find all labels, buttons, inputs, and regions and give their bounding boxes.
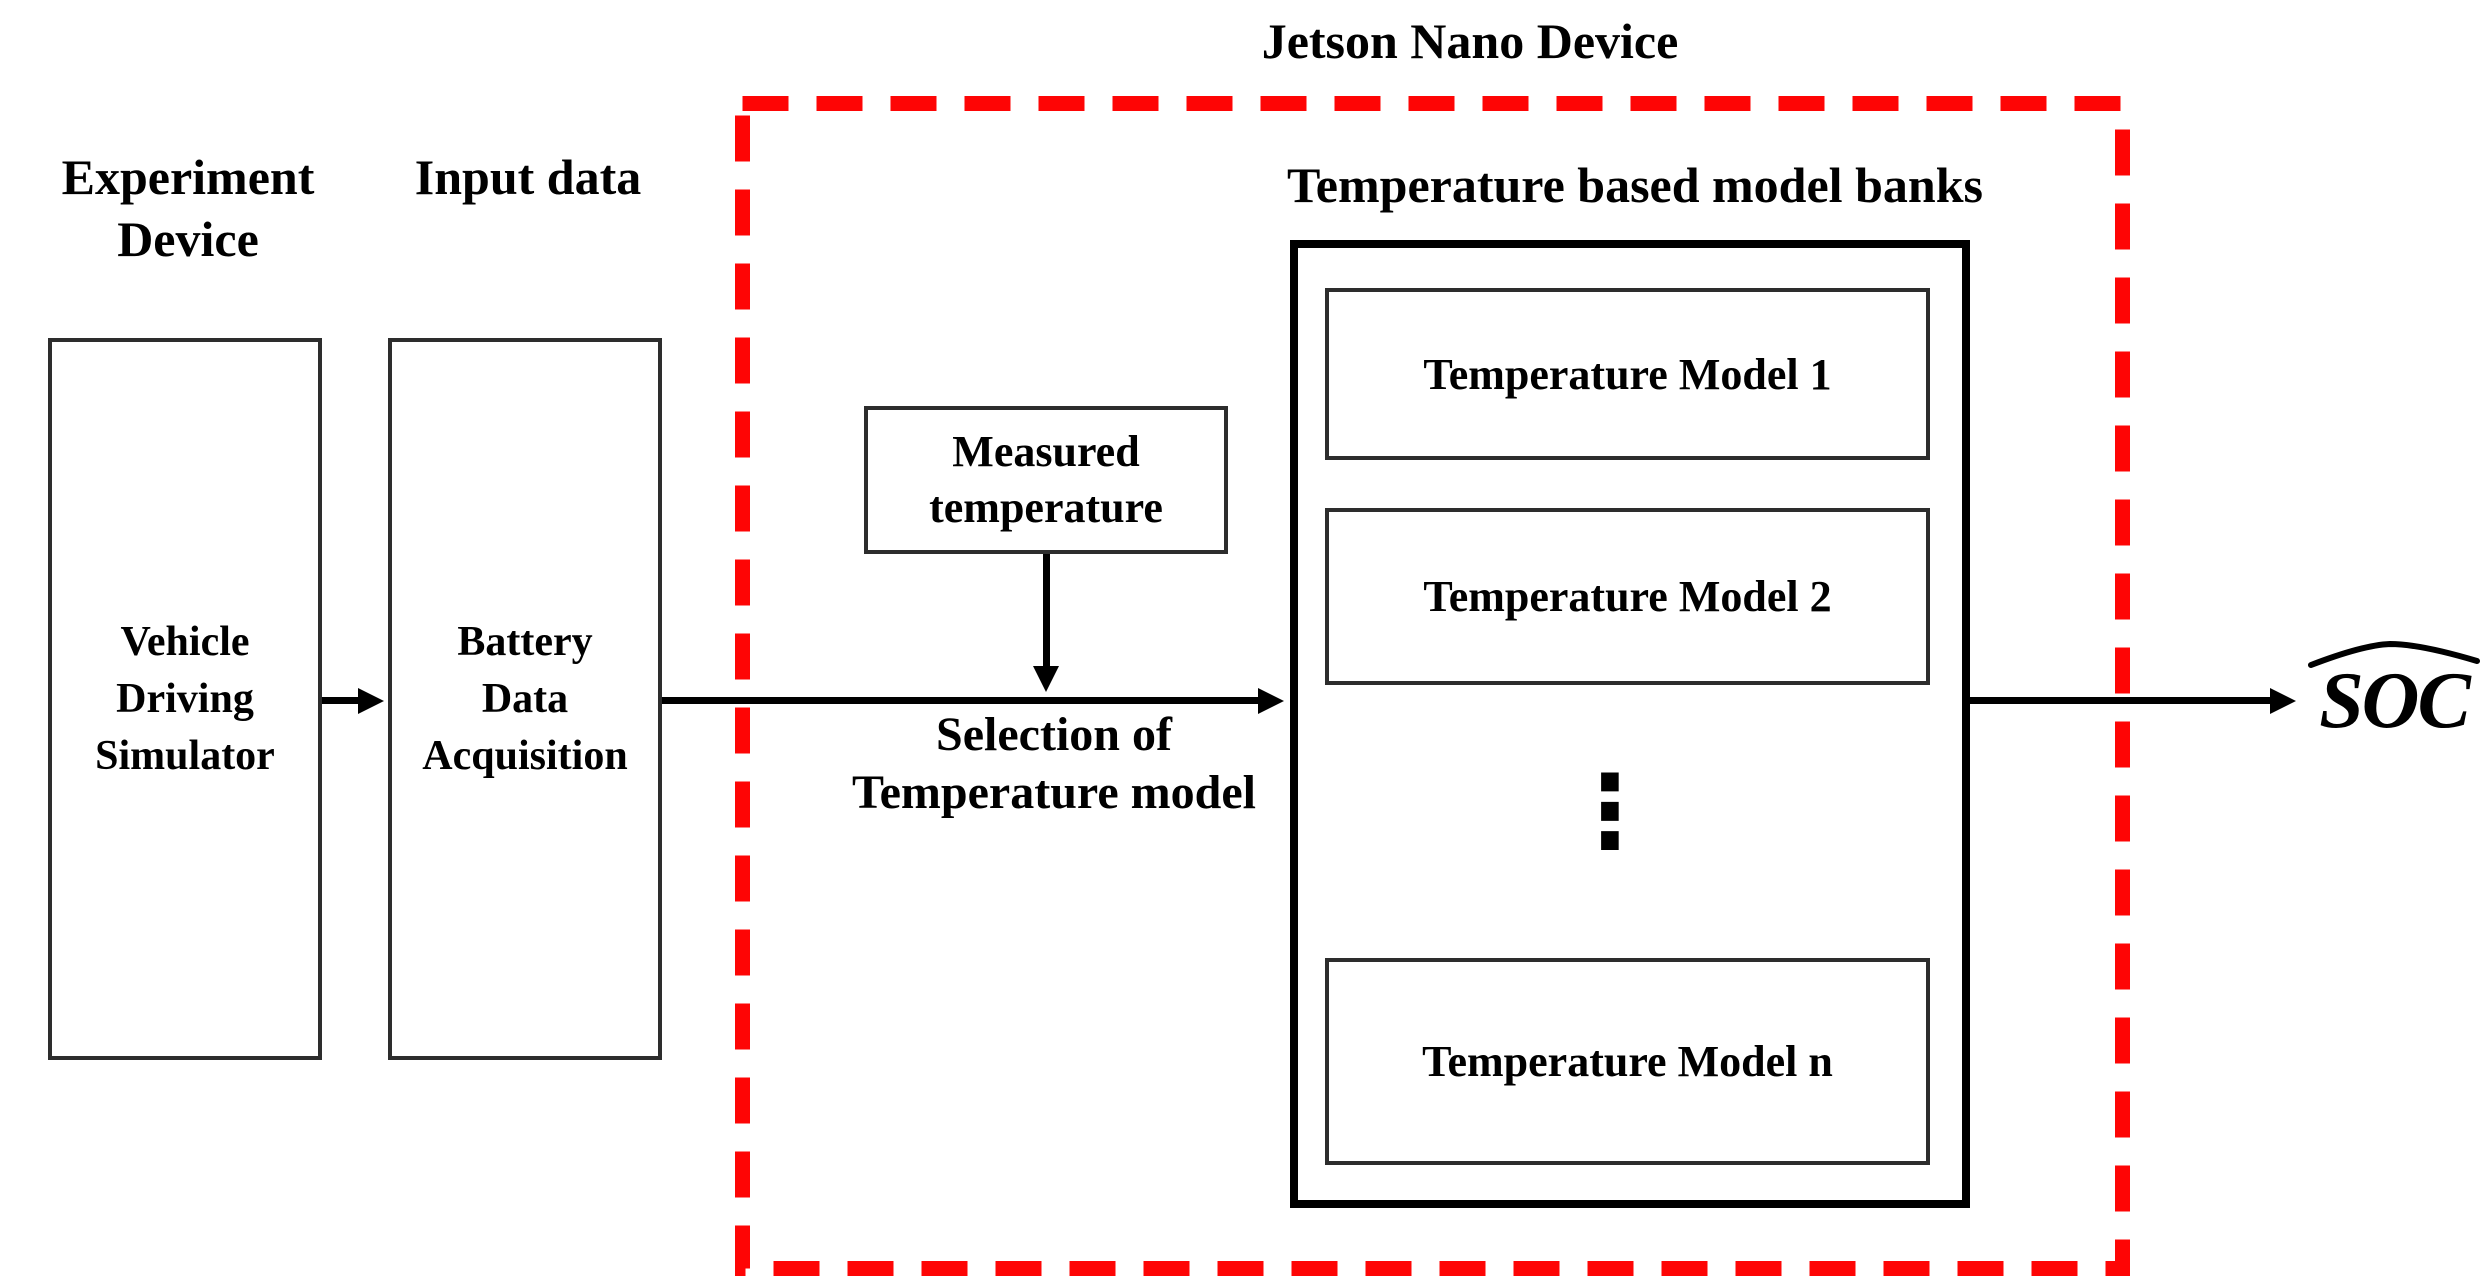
- battery-data-acquisition-box: Battery Data Acquisition: [388, 338, 662, 1060]
- experiment-device-label: Experiment Device: [61, 149, 315, 267]
- arrow-banks-to-soc-line: [1970, 697, 2272, 704]
- temperature-model-n-label: Temperature Model n: [1422, 1037, 1833, 1086]
- arrow-measured-temp-down-line: [1043, 554, 1050, 668]
- arrow-measured-temp-down-head: [1033, 666, 1059, 692]
- temperature-model-1-label: Temperature Model 1: [1423, 349, 1832, 399]
- battery-data-acquisition-label: Battery Data Acquisition: [422, 618, 628, 779]
- measured-temperature-label: Measured temperature: [929, 427, 1163, 532]
- arrow-vehicle-to-battery-line: [322, 697, 362, 704]
- arrow-battery-to-banks-line: [662, 697, 1260, 704]
- jetson-device-dashed-boundary: [735, 96, 2130, 1276]
- arrow-vehicle-to-battery-head: [358, 688, 384, 714]
- arrow-battery-to-banks-head: [1258, 688, 1284, 714]
- vehicle-driving-simulator-label: Vehicle Driving Simulator: [95, 618, 275, 779]
- temperature-model-2-box: Temperature Model 2: [1325, 508, 1930, 685]
- soc-output-label: SOC: [2319, 657, 2471, 745]
- selection-of-temperature-model-label: Selection of Temperature model: [852, 708, 1256, 819]
- temperature-model-1-box: Temperature Model 1: [1325, 288, 1930, 460]
- input-data-label: Input data: [414, 149, 642, 205]
- dashed-rect: [735, 96, 2130, 1276]
- arrow-banks-to-soc-head: [2270, 688, 2296, 714]
- measured-temperature-box: Measured temperature: [864, 406, 1228, 554]
- soc-output: SOC: [2306, 640, 2482, 744]
- vertical-ellipsis-dots: ⋮: [1560, 753, 1660, 870]
- temperature-model-2-label: Temperature Model 2: [1423, 572, 1832, 621]
- temperature-model-banks-title: Temperature based model banks: [1287, 157, 1983, 213]
- vehicle-driving-simulator-box: Vehicle Driving Simulator: [48, 338, 322, 1060]
- jetson-device-title: Jetson Nano Device: [1261, 13, 1679, 69]
- temperature-model-n-box: Temperature Model n: [1325, 958, 1930, 1165]
- soc-widehat-icon: [2308, 640, 2480, 668]
